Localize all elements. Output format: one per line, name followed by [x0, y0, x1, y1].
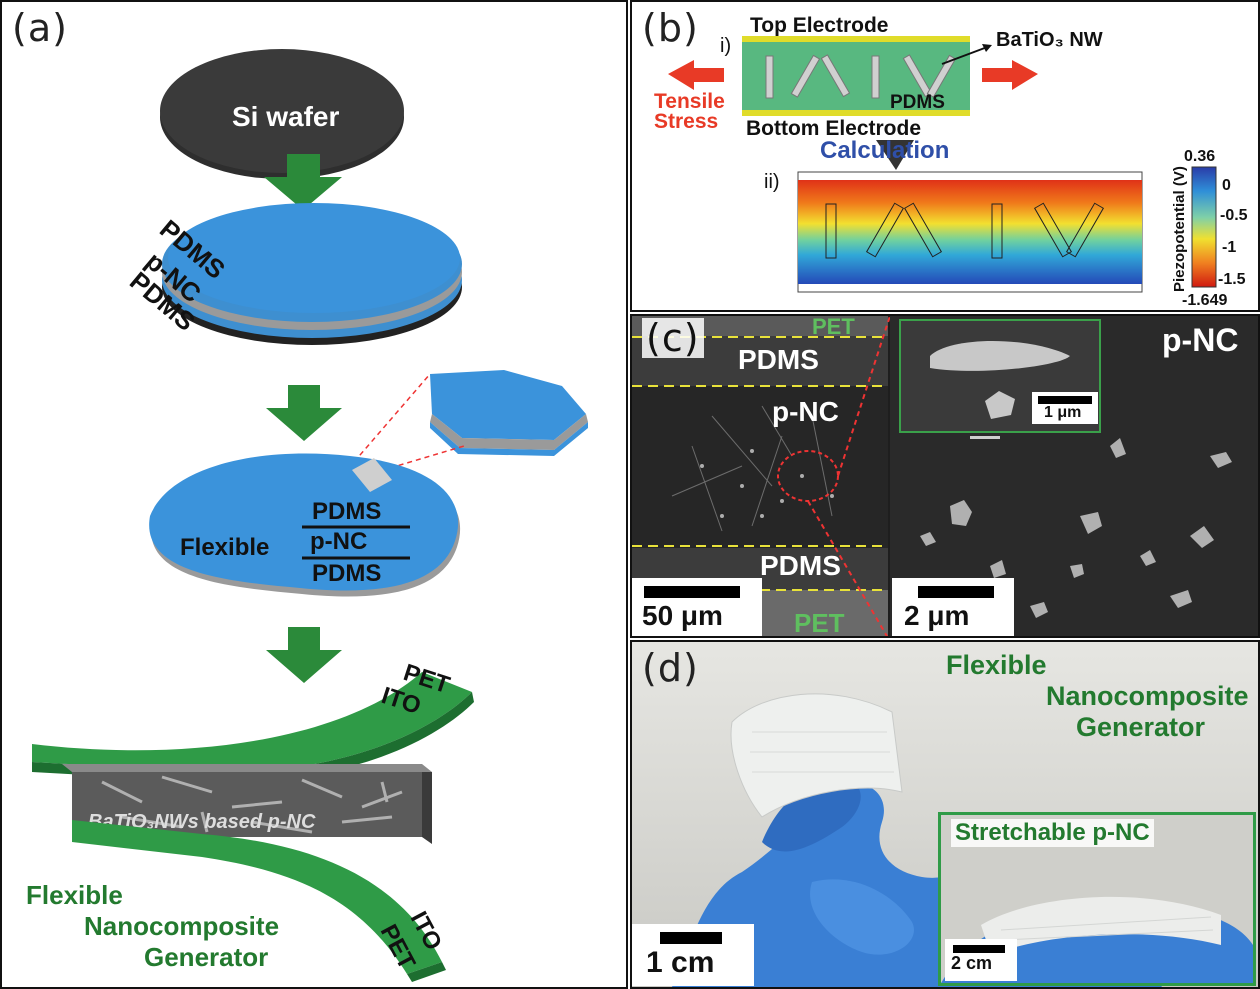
- pdms-bottom-label: PDMS: [760, 550, 841, 581]
- zoom-line-1: [353, 373, 431, 463]
- top-electrode-bar: [742, 36, 970, 42]
- bottom-ito-pet-sheet: [72, 820, 446, 982]
- process-arrow-3: [266, 627, 342, 683]
- colorbar-max: 0.36: [1184, 148, 1215, 165]
- inset-d-scalebar: [953, 945, 1005, 953]
- generator-title-d: Flexible Nanocomposite Generator: [632, 650, 1249, 743]
- generator-title-d-line2: Nanocomposite: [1046, 681, 1249, 711]
- colorbar-title: Piezopotential (V): [1171, 166, 1188, 292]
- flexible-word: Flexible: [180, 534, 269, 561]
- nw-pointer: [941, 45, 991, 65]
- generator-title-a-line1: Flexible: [26, 880, 123, 910]
- inset-particles: [930, 341, 1070, 419]
- sub-i-label: i): [720, 35, 731, 57]
- pdms-top-label: PDMS: [738, 344, 819, 375]
- panel-b-diagram: i) Top Electrode PDMS Bottom Electrode B…: [654, 14, 1248, 309]
- scale-left-label: 50 μm: [642, 600, 723, 631]
- scalebar-left: [644, 586, 740, 598]
- process-arrow-2: [266, 385, 342, 441]
- zoomed-layer-piece: [430, 370, 588, 456]
- top-pet-ito-sheet: [32, 672, 474, 784]
- generator-title-d-line3: Generator: [1076, 712, 1206, 742]
- layered-disk: [162, 203, 462, 345]
- panel-b: (b) i) Top Electrode PDMS Bottom Electro…: [630, 0, 1260, 312]
- inset-d-scale-label: 2 cm: [951, 953, 993, 973]
- tensile-arrow-right: [982, 60, 1038, 90]
- generator-title-a: Flexible Nanocomposite Generator: [26, 880, 279, 973]
- inset-scalebar: [1038, 396, 1092, 404]
- right-title: p-NC: [1162, 322, 1239, 358]
- flexible-layer-pdms-top: PDMS: [312, 498, 381, 525]
- flexible-film-photo: [730, 693, 903, 818]
- stress-label: Stress: [654, 110, 718, 133]
- pdms-block: [742, 42, 970, 110]
- generator-title-a-line3: Generator: [144, 942, 269, 972]
- flexible-layer-pdms-bottom: PDMS: [312, 560, 381, 587]
- panel-a-illustration: Si wafer PDMS p-NC PDMS Fle: [32, 49, 588, 982]
- nw-pointer-head: [982, 44, 992, 52]
- stretch-inset-photo: [941, 896, 1253, 983]
- nanowires: [765, 54, 957, 99]
- generator-title-a-line2: Nanocomposite: [84, 911, 280, 941]
- bottom-electrode-bar: [742, 110, 970, 116]
- calculation-arrow: [876, 140, 914, 170]
- stretch-inset: Stretchable p-NC 2 cm: [938, 812, 1256, 986]
- pet-bottom-label: PET: [794, 608, 845, 638]
- si-wafer-disk: [160, 49, 404, 179]
- panel-d: (d) Flexible Nanocomposite Generator Str…: [630, 640, 1260, 989]
- si-wafer-label: Si wafer: [232, 101, 339, 132]
- colorbar-tick-0: 0: [1222, 177, 1231, 194]
- colorbar-min: -1.649: [1182, 292, 1227, 309]
- process-arrow-1: [264, 154, 342, 210]
- pnc-label-c: p-NC: [772, 396, 839, 427]
- scale-d-label: 1 cm: [646, 946, 715, 979]
- panel-c: (c) PET PDMS p-NC PDMS PET 50 μm p-NC: [630, 314, 1260, 638]
- zoom-line-2: [389, 445, 465, 469]
- panel-d-label: (d): [642, 646, 699, 690]
- nanowire-pnc-label: BaTiO₃NWs based p-NC: [88, 811, 316, 833]
- generator-title-d-line1: Flexible: [946, 650, 1047, 680]
- nw-label: BaTiO₃ NW: [996, 29, 1103, 51]
- panel-c-label: (c): [642, 318, 704, 358]
- sub-ii-label: ii): [764, 171, 780, 193]
- stretch-inset-label: Stretchable p-NC: [951, 819, 1154, 847]
- tensile-arrow-left: [668, 60, 724, 90]
- scalebar-d: [660, 932, 722, 944]
- scale-right-label: 2 μm: [904, 600, 970, 631]
- pdms-label-b: PDMS: [890, 92, 945, 113]
- colorbar-tick-3: -1.5: [1218, 271, 1246, 288]
- flexible-film: [149, 453, 461, 597]
- colorbar-tick-2: -1: [1222, 239, 1236, 256]
- colorbar-tick-1: -0.5: [1220, 207, 1248, 224]
- pnc-slab: [62, 764, 432, 844]
- bottom-electrode-label: Bottom Electrode: [746, 117, 921, 140]
- top-electrode-label: Top Electrode: [750, 14, 888, 37]
- panel-b-label: (b): [642, 6, 699, 50]
- panel-a-label: (a): [12, 6, 68, 50]
- panel-a: (a) Si wafer PDMS p-NC PDMS: [0, 0, 628, 989]
- pet-top-label: PET: [812, 314, 855, 339]
- flexible-layer-pnc: p-NC: [310, 528, 367, 555]
- simulation-nanowires: [825, 202, 1105, 259]
- tensile-label: Tensile: [654, 90, 725, 113]
- simulation-field: [798, 180, 1142, 284]
- colorbar: [1191, 166, 1217, 288]
- zoom-connector: [807, 316, 891, 636]
- scalebar-right: [918, 586, 994, 598]
- calculation-label: Calculation: [820, 137, 949, 164]
- inset-scale-label: 1 μm: [1044, 404, 1082, 421]
